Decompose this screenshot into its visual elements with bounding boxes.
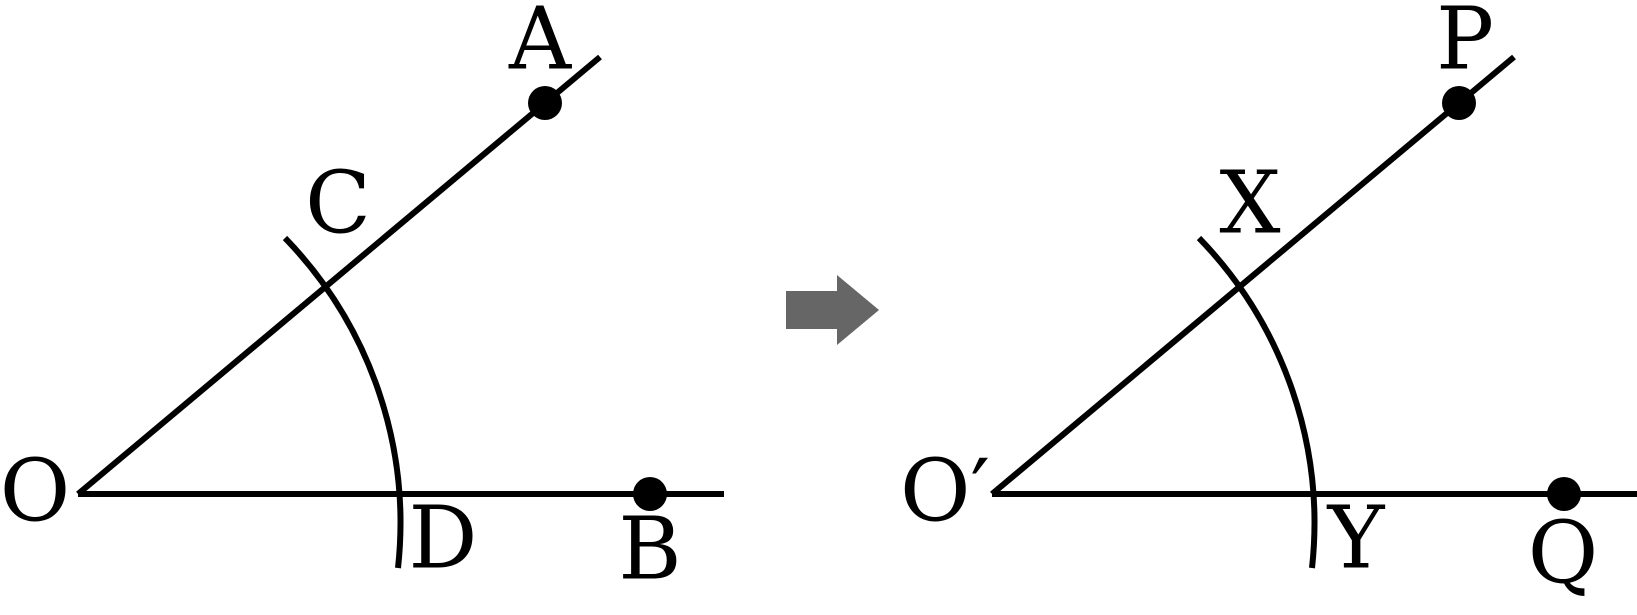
right-figure: O′ P X Y Q (900, 0, 1637, 604)
left-ray-line (76, 54, 602, 497)
left-figure: O A C D B (0, 0, 724, 600)
right-point-q (1547, 477, 1581, 511)
left-label-arc-on-base: D (409, 489, 478, 589)
right-label-vertex: O′ (900, 442, 990, 542)
left-label-arc-on-ray: C (305, 154, 371, 254)
right-label-arc-on-base: Y (1327, 489, 1386, 589)
left-point-b (633, 477, 667, 511)
left-construction-arc (282, 235, 404, 569)
left-point-a (528, 86, 562, 120)
right-point-p (1442, 86, 1476, 120)
right-construction-arc (1196, 235, 1318, 569)
right-arrow-icon (786, 275, 879, 345)
left-label-base-point: B (618, 500, 681, 600)
right-label-base-point: Q (1528, 504, 1599, 604)
right-label-ray-point: P (1436, 0, 1494, 90)
right-ray-line (990, 54, 1516, 497)
left-label-ray-point: A (508, 0, 572, 90)
left-label-vertex: O (0, 442, 70, 542)
right-label-arc-on-ray: X (1219, 154, 1280, 254)
